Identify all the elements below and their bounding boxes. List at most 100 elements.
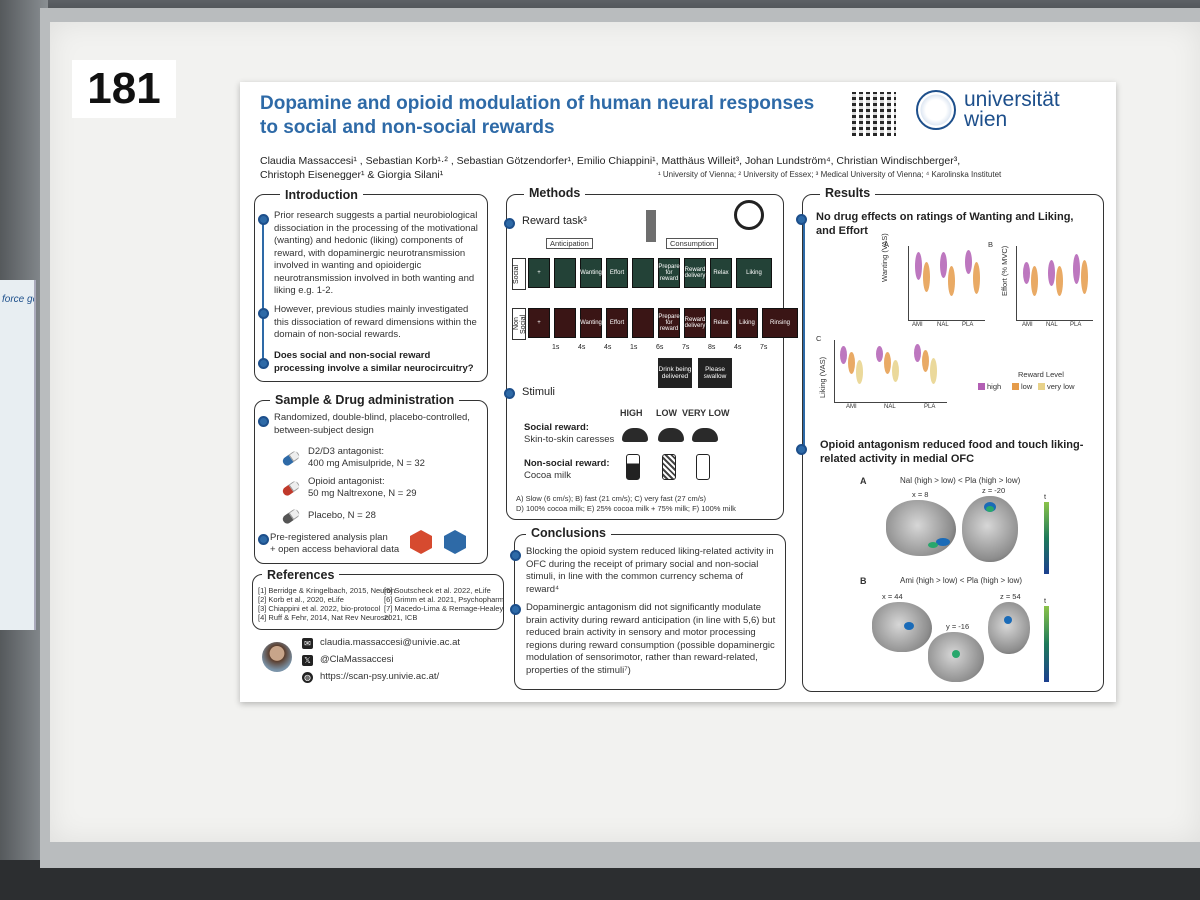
open-data-badge-icon: [444, 530, 466, 554]
time-2: 4s: [578, 344, 586, 351]
legend-high: high: [987, 382, 1002, 391]
panel-c-label: C: [816, 334, 822, 343]
screen-relax: Relax: [710, 258, 732, 288]
conclusion-bullet-1: [510, 550, 521, 561]
legend-swatch-very-low: [1038, 383, 1045, 390]
x-tick-nal: NAL: [884, 404, 896, 410]
activation-blob: [928, 542, 938, 548]
drug-1-line-a: D2/D3 antagonist:: [308, 446, 385, 457]
caress-hand-icon: [658, 428, 684, 442]
references-panel: [252, 574, 504, 630]
violin-pla-low: [922, 350, 929, 372]
methods-panel: [506, 194, 784, 520]
screen-relax: Relax: [710, 308, 732, 338]
violin-nal-low: [884, 352, 891, 374]
introduction-heading: Introduction: [280, 188, 363, 202]
reference-4: [4] Ruff & Fehr, 2014, Nat Rev Neurosci: [258, 613, 391, 622]
authors-line-1: Claudia Massaccesi¹ , Sebastian Korb¹·² …: [260, 155, 961, 167]
violin-nal-vlow: [892, 360, 899, 382]
violin-ami-low: [923, 262, 930, 292]
x-tick-pla: PLA: [962, 322, 974, 328]
results-timeline: [803, 222, 805, 452]
colorbar-b: [1044, 606, 1049, 682]
caress-hand-icon: [692, 428, 718, 442]
panel-b-label: B: [988, 240, 994, 249]
drug-1-line-b: 400 mg Amisulpride, N = 32: [308, 458, 425, 469]
violin-ami-vlow: [856, 360, 863, 384]
screen-cue: [554, 308, 576, 338]
x-tick-ami: AMI: [846, 404, 857, 410]
screen-prepare: Prepare for reward: [658, 308, 680, 338]
intro-bullet-3: [258, 358, 269, 369]
screen-cue: [554, 258, 576, 288]
time-6: 7s: [682, 344, 690, 351]
screen-liking: Liking: [736, 258, 772, 288]
university-seal-icon: [916, 90, 956, 130]
reward-task-label: Reward task³: [522, 215, 587, 227]
screen-feedback: [632, 258, 654, 288]
level-very-low: VERY LOW: [682, 408, 730, 418]
references-left: [1] Berridge & Kringelbach, 2015, Neuron…: [258, 586, 395, 622]
ylabel-effort: Effort (% MVC): [1000, 245, 1009, 296]
results-heading: Results: [820, 186, 876, 200]
ylabel-liking: Liking (VAS): [818, 356, 827, 398]
intro-timeline: [262, 222, 264, 366]
trial-row-social: + Wanting Effort Prepare for reward Rewa…: [528, 258, 772, 288]
violins-wanting: [912, 248, 982, 318]
x-tick-pla: PLA: [924, 404, 936, 410]
plot-liking-axes: [834, 340, 947, 403]
activation-blob: [1004, 616, 1012, 624]
plot-effort-axes: [1016, 246, 1093, 321]
methods-bullet-1: [504, 218, 515, 229]
screen-wanting: Wanting: [580, 258, 602, 288]
drug-3: Placebo, N = 28: [308, 510, 376, 521]
colorbar-a-label: t: [1044, 492, 1047, 501]
time-3: 4s: [604, 344, 612, 351]
intro-paragraph-2: However, previous studies mainly investi…: [274, 304, 477, 340]
scanner-icon: [734, 200, 764, 230]
logo-line-2: wien: [964, 108, 1008, 131]
neighbor-poster-title: force ge: [2, 294, 36, 305]
activation-blob: [986, 506, 994, 512]
conclusion-bullet-2: [510, 604, 521, 615]
timing-row: 1s 4s 4s 1s 6s 7s 8s 4s 7s: [552, 344, 772, 354]
result-finding-2: Opioid antagonism reduced food and touch…: [820, 439, 1084, 465]
results-bullet-2: [796, 444, 807, 455]
sample-bullet-1: [258, 416, 269, 427]
brain-panel-a-label: A: [860, 476, 867, 486]
social-reward-label: Social reward:: [524, 422, 589, 433]
please-swallow-box: Please swallow: [698, 358, 732, 388]
ylabel-wanting: Wanting (VAS): [880, 233, 889, 282]
brain-b-z: z = 54: [1000, 592, 1021, 601]
x-tick-ami: AMI: [1022, 322, 1033, 328]
time-5: 6s: [656, 344, 664, 351]
stimuli-footnote-1: A) Slow (6 cm/s); B) fast (21 cm/s); C) …: [516, 494, 707, 503]
screen-effort: Effort: [606, 308, 628, 338]
contact-web: https://scan-psy.univie.ac.at/: [320, 671, 440, 682]
activation-blob: [936, 538, 950, 546]
milk-bottle-icon: [626, 454, 640, 480]
legend-swatch-low: [1012, 383, 1019, 390]
milk-bottle-icon: [662, 454, 676, 480]
screen-liking: Liking: [736, 308, 758, 338]
consumption-label: Consumption: [666, 238, 719, 249]
authors: Claudia Massaccesi¹ , Sebastian Korb¹·² …: [260, 154, 1100, 182]
x-tick-nal: NAL: [1046, 322, 1058, 328]
violin-pla-high: [965, 250, 972, 274]
prereg-line-b: + open access behavioral data: [270, 544, 400, 555]
reference-3: [3] Chiappini et al. 2022, bio-protocol: [258, 604, 381, 613]
panel-a-label: A: [884, 240, 890, 249]
email-icon: ✉: [302, 638, 313, 649]
level-low: LOW: [656, 408, 677, 418]
brain-b-x: x = 44: [882, 592, 903, 601]
violin-pla-vlow: [930, 358, 937, 384]
violin-pla-high: [1073, 254, 1080, 284]
anticipation-label: Anticipation: [546, 238, 593, 249]
affiliations: ¹ University of Vienna; ² University of …: [658, 170, 1002, 179]
brain-axial-b: [988, 602, 1030, 654]
conclusion-1: Blocking the opioid system reduced likin…: [526, 546, 774, 595]
violin-ami-high: [840, 346, 847, 364]
conclusions-heading: Conclusions: [526, 526, 612, 540]
brain-sagittal-b: [872, 602, 932, 652]
legend-very-low: very low: [1047, 382, 1075, 391]
